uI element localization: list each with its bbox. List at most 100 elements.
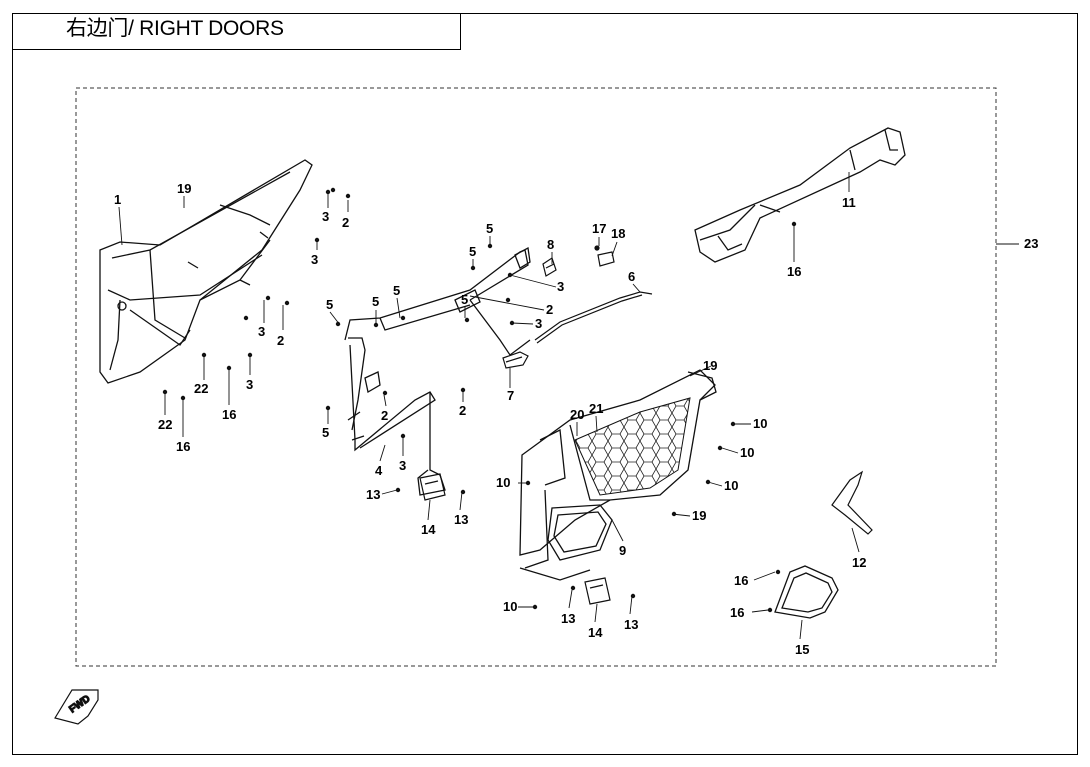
fastener-dot <box>265 295 271 301</box>
fastener-dot <box>201 352 207 358</box>
fastener-dot <box>460 387 466 393</box>
callout-16: 16 <box>176 439 190 454</box>
leader-line <box>459 491 463 511</box>
leader-line <box>568 589 573 609</box>
fastener-dot <box>325 405 331 411</box>
leader-line <box>851 527 860 553</box>
fastener-dot <box>382 390 388 396</box>
fastener-dot <box>335 321 341 327</box>
fastener-dot <box>330 187 336 193</box>
callout-5: 5 <box>372 294 379 309</box>
part-latch <box>502 351 529 369</box>
callout-12: 12 <box>852 555 866 570</box>
leader-line <box>689 365 712 377</box>
leader-line <box>721 447 739 454</box>
callout-20: 20 <box>570 407 584 422</box>
callout-16: 16 <box>787 264 801 279</box>
fastener-dot <box>400 433 406 439</box>
leader-line <box>469 295 545 311</box>
leader-line <box>427 499 431 521</box>
fastener-dot <box>505 297 511 303</box>
hex-mesh-grille <box>574 397 691 496</box>
callout-18: 18 <box>611 226 625 241</box>
callout-3: 3 <box>246 377 253 392</box>
part-clip-17-18 <box>594 245 615 267</box>
title-box <box>12 13 461 50</box>
leader-lines <box>118 172 1019 640</box>
callout-3: 3 <box>535 316 542 331</box>
callout-10: 10 <box>740 445 754 460</box>
leader-line <box>511 322 534 325</box>
leader-line <box>379 444 386 462</box>
part-upper-rail <box>694 127 906 263</box>
callout-4: 4 <box>375 463 383 478</box>
leader-line <box>632 283 641 293</box>
fastener-dot <box>767 607 773 613</box>
callout-8: 8 <box>547 237 554 252</box>
callout-2: 2 <box>342 215 349 230</box>
callout-16: 16 <box>734 573 748 588</box>
fastener-dots <box>162 187 797 613</box>
part-door-frame <box>344 246 531 496</box>
part-door-outer-panel <box>99 159 313 384</box>
fastener-dot <box>487 243 493 249</box>
callout-11: 11 <box>842 195 856 210</box>
callout-19: 19 <box>703 358 717 373</box>
fastener-dot <box>525 480 531 486</box>
callout-5: 5 <box>393 283 400 298</box>
leader-line <box>595 415 598 433</box>
fastener-dot <box>162 389 168 395</box>
fastener-dot <box>243 315 249 321</box>
callout-19: 19 <box>692 508 706 523</box>
callout-16: 16 <box>730 605 744 620</box>
part-cable <box>534 291 653 344</box>
callout-2: 2 <box>546 302 553 317</box>
fastener-dot <box>791 221 797 227</box>
callout-2: 2 <box>277 333 284 348</box>
callout-10: 10 <box>496 475 510 490</box>
fastener-dot <box>730 421 736 427</box>
callout-10: 10 <box>753 416 767 431</box>
callout-3: 3 <box>311 252 318 267</box>
callout-7: 7 <box>507 388 514 403</box>
callout-2: 2 <box>459 403 466 418</box>
part-hinge-upper <box>419 473 446 501</box>
fastener-dot <box>464 317 470 323</box>
leader-line <box>799 619 803 640</box>
callout-3: 3 <box>557 279 564 294</box>
fastener-dot <box>671 511 677 517</box>
fastener-dot <box>314 237 320 243</box>
callout-19: 19 <box>177 181 191 196</box>
fastener-dot <box>509 320 515 326</box>
part-trim-12 <box>831 470 873 535</box>
part-lower-door-panel <box>519 369 717 581</box>
callout-labels: 1 19 3 2 3 3 2 3 22 16 22 16 5 5 5 5 5 5… <box>114 181 1038 657</box>
callout-10: 10 <box>503 599 517 614</box>
callout-5: 5 <box>326 297 333 312</box>
callout-6: 6 <box>628 269 635 284</box>
fwd-label: FWD <box>67 693 92 715</box>
leader-line <box>611 241 618 257</box>
fastener-dot <box>226 365 232 371</box>
assembly-boundary <box>75 87 997 667</box>
fastener-dot <box>325 189 331 195</box>
part-hinge-lower <box>584 577 611 605</box>
part-bezel-15 <box>774 565 839 619</box>
fastener-dot <box>717 445 723 451</box>
fastener-dot <box>507 272 513 278</box>
fastener-dot <box>284 300 290 306</box>
fastener-dot <box>775 569 781 575</box>
fastener-dot <box>180 395 186 401</box>
callout-5: 5 <box>461 292 468 307</box>
callout-22: 22 <box>194 381 208 396</box>
leader-line <box>611 519 624 542</box>
callout-3: 3 <box>258 324 265 339</box>
callout-5: 5 <box>486 221 493 236</box>
callout-21: 21 <box>589 401 603 416</box>
callout-17: 17 <box>592 221 606 236</box>
callout-3: 3 <box>399 458 406 473</box>
callout-10: 10 <box>724 478 738 493</box>
callout-22: 22 <box>158 417 172 432</box>
callout-14: 14 <box>421 522 436 537</box>
leader-line <box>118 206 123 246</box>
